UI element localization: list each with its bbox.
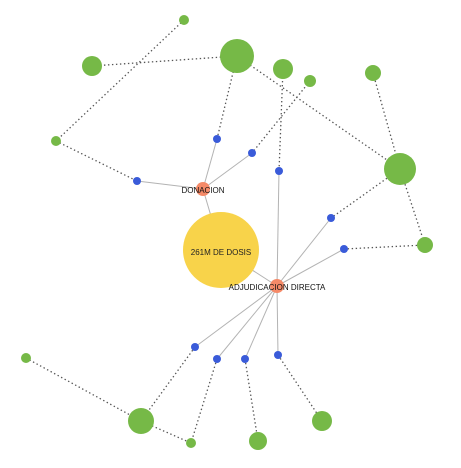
hub-node-adj	[270, 279, 284, 293]
link-i10-l14	[277, 354, 323, 422]
intermediate-node-i3	[133, 177, 141, 185]
links-layer	[25, 19, 426, 444]
leaf-node-l7	[51, 136, 61, 146]
link-adj-i4	[276, 170, 280, 287]
link-adj-i8	[216, 285, 278, 360]
intermediate-node-i9	[241, 355, 249, 363]
leaf-node-l2	[82, 56, 102, 76]
leaf-node-l5	[304, 75, 316, 87]
leaf-node-l4	[273, 59, 293, 79]
leaf-node-l9	[417, 237, 433, 253]
link-l9-i6	[343, 244, 426, 250]
intermediate-node-i4	[275, 167, 283, 175]
intermediate-node-i8	[213, 355, 221, 363]
link-l1-l7	[55, 19, 185, 142]
link-don-i1	[202, 138, 218, 190]
link-l6-l8	[372, 72, 401, 170]
link-l7-i3	[55, 140, 138, 182]
leaf-node-l10	[21, 353, 31, 363]
link-adj-i7	[194, 285, 278, 348]
link-don-i2	[202, 152, 253, 190]
intermediate-node-i5	[327, 214, 335, 222]
link-i8-l12	[190, 358, 218, 444]
link-adj-i5	[276, 217, 332, 287]
intermediate-node-i1	[213, 135, 221, 143]
link-l4-i4	[278, 68, 284, 172]
link-adj-i6	[276, 248, 345, 287]
link-don-i3	[136, 180, 204, 190]
labels-layer: 261M DE DOSIS DONACION ADJUDICACION DIRE…	[181, 186, 326, 292]
center-node-center	[183, 212, 259, 288]
link-i9-l13	[244, 358, 259, 442]
leaf-node-l1	[179, 15, 189, 25]
center-label: 261M DE DOSIS	[191, 248, 251, 257]
intermediate-node-i7	[191, 343, 199, 351]
link-l5-i2	[251, 80, 311, 154]
leaf-node-l11	[128, 408, 154, 434]
link-adj-i9	[244, 285, 278, 360]
leaf-node-l13	[249, 432, 267, 450]
intermediate-node-i10	[274, 351, 282, 359]
leaf-node-l8	[384, 153, 416, 185]
link-l2-l3	[91, 55, 238, 67]
link-i7-l11	[140, 346, 196, 422]
donacion-label: DONACION	[181, 186, 224, 195]
link-adj-i10	[276, 285, 279, 356]
link-l3-l8	[236, 55, 401, 170]
leaf-node-l14	[312, 411, 332, 431]
adjudicacion-label: ADJUDICACION DIRECTA	[229, 283, 326, 292]
leaf-node-l3	[220, 39, 254, 73]
leaf-node-l6	[365, 65, 381, 81]
intermediate-node-i2	[248, 149, 256, 157]
leaf-node-l12	[186, 438, 196, 448]
intermediate-node-i6	[340, 245, 348, 253]
hub-node-don	[196, 182, 210, 196]
nodes-layer	[21, 15, 433, 450]
link-l10-l11	[25, 357, 142, 422]
